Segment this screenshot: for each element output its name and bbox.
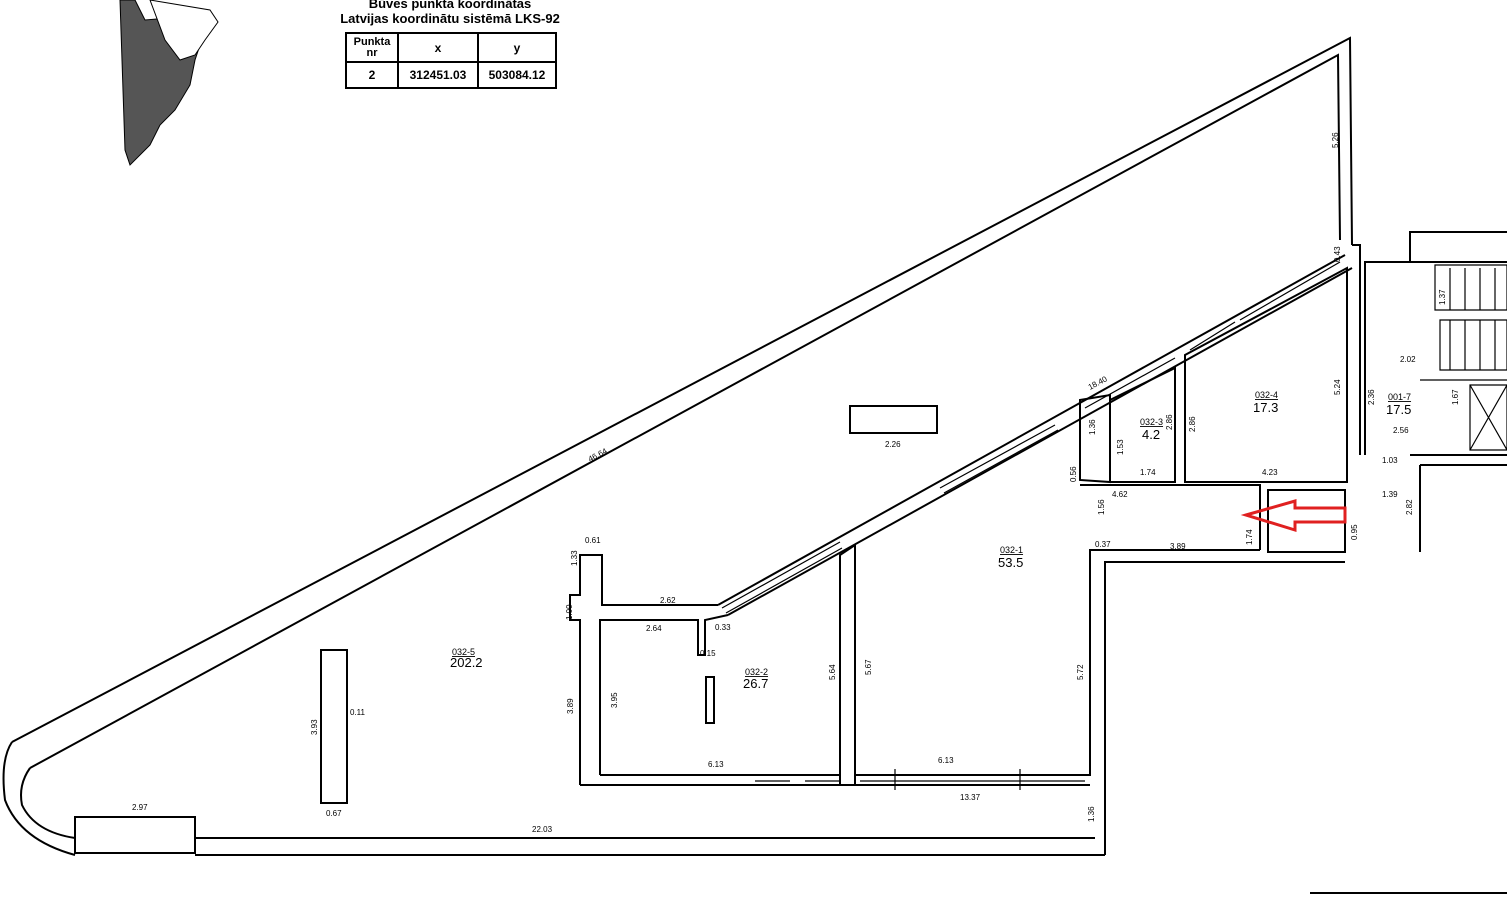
column xyxy=(320,649,348,804)
dimension: 2.64 xyxy=(646,624,662,633)
room-id: 032-1 xyxy=(1000,545,1023,555)
red-arrow-annotation xyxy=(1240,499,1347,533)
room-id: 001-7 xyxy=(1388,392,1411,402)
dimension: 5.24 xyxy=(1333,379,1342,395)
dimension: 1.53 xyxy=(1116,439,1125,455)
dimension: 5.64 xyxy=(828,664,837,680)
coordinate-table-title: Būves punkta koordinātas Latvijas koordi… xyxy=(330,0,570,26)
dimension: 2.62 xyxy=(660,596,676,605)
dimension: 1.36 xyxy=(1087,806,1096,822)
room-area: 53.5 xyxy=(998,555,1023,570)
dimension: 0.56 xyxy=(1069,466,1078,482)
dimension: 6.13 xyxy=(938,756,954,765)
dimension: 1.37 xyxy=(1438,289,1447,305)
room-id: 032-5 xyxy=(452,647,475,657)
right-rooms-walls xyxy=(1079,231,1507,553)
dimension: 13.37 xyxy=(960,793,981,802)
dimension: 1.33 xyxy=(570,550,579,566)
cell-y: 503084.12 xyxy=(477,61,557,89)
dimension: 1.36 xyxy=(1088,419,1097,435)
dimension: 5.72 xyxy=(1076,664,1085,680)
dimension: 1.74 xyxy=(1140,468,1156,477)
stair-block xyxy=(74,816,196,854)
room-labels: 032-5 202.2 032-2 26.7 032-1 53.5 032-3 … xyxy=(450,390,1411,691)
column xyxy=(849,405,938,434)
dimension: 0.11 xyxy=(350,708,366,717)
dimension: 2.02 xyxy=(1400,355,1416,364)
table-subtitle: Latvijas koordinātu sistēmā LKS-92 xyxy=(340,11,560,26)
dimension: 1.56 xyxy=(1097,499,1106,515)
dimension: 3.95 xyxy=(610,692,619,708)
room-area: 17.5 xyxy=(1386,402,1411,417)
table-title: Būves punkta koordinātas xyxy=(368,0,532,11)
site-sketch xyxy=(119,0,219,166)
dimension: 2.86 xyxy=(1188,416,1197,432)
cell-point-nr: 2 xyxy=(345,61,399,89)
room-area: 26.7 xyxy=(743,676,768,691)
room-id: 032-4 xyxy=(1255,390,1278,400)
dimension: 0.15 xyxy=(700,649,716,658)
dimension: 2.97 xyxy=(132,803,148,812)
dimension: 0.95 xyxy=(1350,524,1359,540)
dimension: 0.43 xyxy=(1333,246,1342,262)
dimension: 2.26 xyxy=(885,440,901,449)
dimension: 22.03 xyxy=(532,825,553,834)
dimension: 5.26 xyxy=(1331,132,1340,148)
dimension: 46.64 xyxy=(587,446,609,464)
dimension: 1.39 xyxy=(1382,490,1398,499)
dimension: 1.03 xyxy=(1382,456,1398,465)
room-032-1-walls xyxy=(839,543,1345,855)
header-x: x xyxy=(397,32,479,63)
room-area: 17.3 xyxy=(1253,400,1278,415)
dimension: 6.13 xyxy=(708,760,724,769)
room-032-2-walls xyxy=(569,554,1090,786)
dimension: 3.89 xyxy=(1170,542,1186,551)
coordinate-table: Punkta nr x y 2 312451.03 503084.12 xyxy=(345,32,557,89)
dimension: 3.93 xyxy=(310,719,319,735)
dimension: 0.37 xyxy=(1095,540,1111,549)
inner-diagonal-wall xyxy=(717,254,1353,616)
dimension: 2.82 xyxy=(1405,499,1414,515)
dimension: 1.00 xyxy=(565,604,574,620)
dimension: 0.33 xyxy=(715,623,731,632)
cell-x: 312451.03 xyxy=(397,61,479,89)
room-area: 4.2 xyxy=(1142,427,1160,442)
header-point-nr: Punkta nr xyxy=(345,32,399,63)
dimension: 0.61 xyxy=(585,536,601,545)
dimension: 2.56 xyxy=(1393,426,1409,435)
header-y: y xyxy=(477,32,557,63)
dimension: 4.62 xyxy=(1112,490,1128,499)
room-id: 032-3 xyxy=(1140,417,1163,427)
dimension: 3.89 xyxy=(566,698,575,714)
dimension: 0.67 xyxy=(326,809,342,818)
dimension: 1.74 xyxy=(1245,529,1254,545)
dimension: 2.86 xyxy=(1165,414,1174,430)
dimension: 5.67 xyxy=(864,659,873,675)
dimension: 4.23 xyxy=(1262,468,1278,477)
dimension: 1.67 xyxy=(1451,389,1460,405)
room-area: 202.2 xyxy=(450,655,483,670)
room-id: 032-2 xyxy=(745,667,768,677)
outer-walls xyxy=(2,36,1353,856)
dimension: 2.36 xyxy=(1367,389,1376,405)
